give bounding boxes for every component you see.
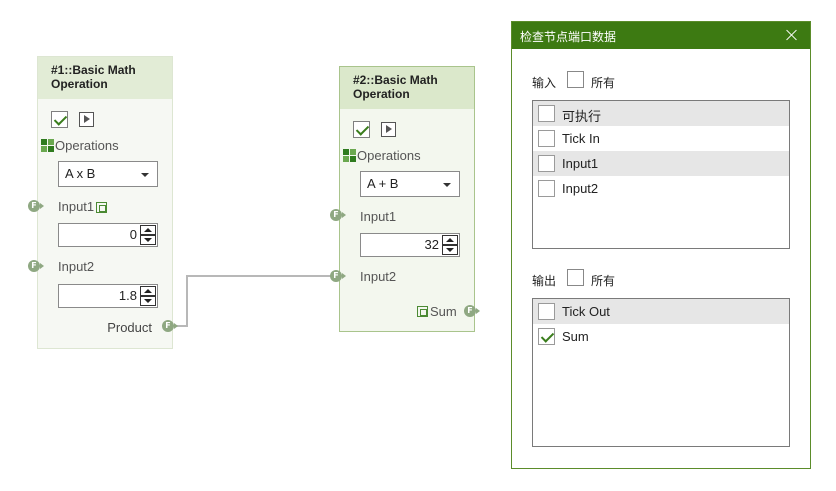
list-item[interactable]: Tick In: [533, 126, 789, 151]
sum-port-icon[interactable]: F: [464, 305, 480, 317]
play-icon[interactable]: [79, 112, 94, 127]
enable-checkbox[interactable]: [353, 121, 370, 138]
inputs-all-checkbox[interactable]: [567, 71, 584, 88]
dialog-title: 检查节点端口数据: [520, 30, 617, 44]
item-label: 可执行: [562, 109, 602, 124]
list-item[interactable]: Sum: [533, 324, 789, 349]
chevron-down-icon: [141, 173, 149, 177]
inspect-port-icon[interactable]: [96, 202, 107, 213]
inputs-label: 输入: [532, 76, 557, 90]
list-item[interactable]: Input2: [533, 176, 789, 201]
enable-checkbox[interactable]: [51, 111, 68, 128]
item-checkbox[interactable]: [538, 328, 555, 345]
input1-field[interactable]: 0: [58, 223, 158, 247]
list-item[interactable]: Input1: [533, 151, 789, 176]
item-checkbox[interactable]: [538, 130, 555, 147]
item-checkbox[interactable]: [538, 155, 555, 172]
spinner-icon[interactable]: [140, 286, 156, 306]
inspect-port-icon[interactable]: [417, 306, 428, 317]
node-basic-math-2[interactable]: #2::Basic Math Operation Operations A + …: [339, 66, 475, 332]
operations-label: Operations: [357, 148, 421, 163]
operation-select[interactable]: A x B: [58, 161, 158, 187]
outputs-all-label: 所有: [591, 274, 616, 288]
product-port-icon[interactable]: F: [162, 320, 178, 332]
item-label: Input2: [562, 181, 599, 196]
operation-value: A + B: [367, 176, 399, 191]
node-title[interactable]: #1::Basic Math Operation: [38, 57, 172, 99]
item-label: Sum: [562, 329, 589, 344]
input1-field[interactable]: 32: [360, 233, 460, 257]
operations-icon: [343, 149, 356, 162]
product-output-label: Product: [107, 320, 152, 335]
input1-port-icon[interactable]: F: [330, 209, 346, 221]
spinner-icon[interactable]: [140, 225, 156, 245]
outputs-all-checkbox[interactable]: [567, 269, 584, 286]
item-label: Input1: [562, 156, 599, 171]
input2-label: Input2: [58, 259, 95, 274]
input1-value: 32: [424, 237, 439, 252]
item-label: Tick Out: [562, 304, 610, 319]
dialog-titlebar[interactable]: 检查节点端口数据: [512, 22, 810, 49]
operation-select[interactable]: A + B: [360, 171, 460, 197]
input1-value: 0: [129, 227, 137, 242]
node-basic-math-1[interactable]: #1::Basic Math Operation Operations A x …: [37, 56, 173, 349]
inputs-all-label: 所有: [591, 76, 616, 90]
input2-port-icon[interactable]: F: [330, 270, 346, 282]
input2-label: Input2: [360, 269, 397, 284]
input1-port-icon[interactable]: F: [28, 200, 44, 212]
operations-label: Operations: [55, 138, 119, 153]
outputs-label: 输出: [532, 274, 557, 288]
item-label: Tick In: [562, 131, 600, 146]
close-icon[interactable]: [783, 26, 801, 44]
input1-label: Input1: [360, 209, 397, 224]
item-checkbox[interactable]: [538, 180, 555, 197]
play-icon[interactable]: [381, 122, 396, 137]
node-title[interactable]: #2::Basic Math Operation: [340, 67, 474, 109]
operation-value: A x B: [65, 166, 96, 181]
list-item[interactable]: Tick Out: [533, 299, 789, 324]
input2-field[interactable]: 1.8: [58, 284, 158, 308]
list-item[interactable]: 可执行: [533, 101, 789, 126]
item-checkbox[interactable]: [538, 303, 555, 320]
input1-label: Input1: [58, 199, 95, 214]
operations-icon: [41, 139, 54, 152]
chevron-down-icon: [443, 183, 451, 187]
input2-port-icon[interactable]: F: [28, 260, 44, 272]
sum-output-label: Sum: [430, 304, 457, 319]
input2-value: 1.8: [118, 288, 137, 303]
item-checkbox[interactable]: [538, 105, 555, 122]
spinner-icon[interactable]: [442, 235, 458, 255]
